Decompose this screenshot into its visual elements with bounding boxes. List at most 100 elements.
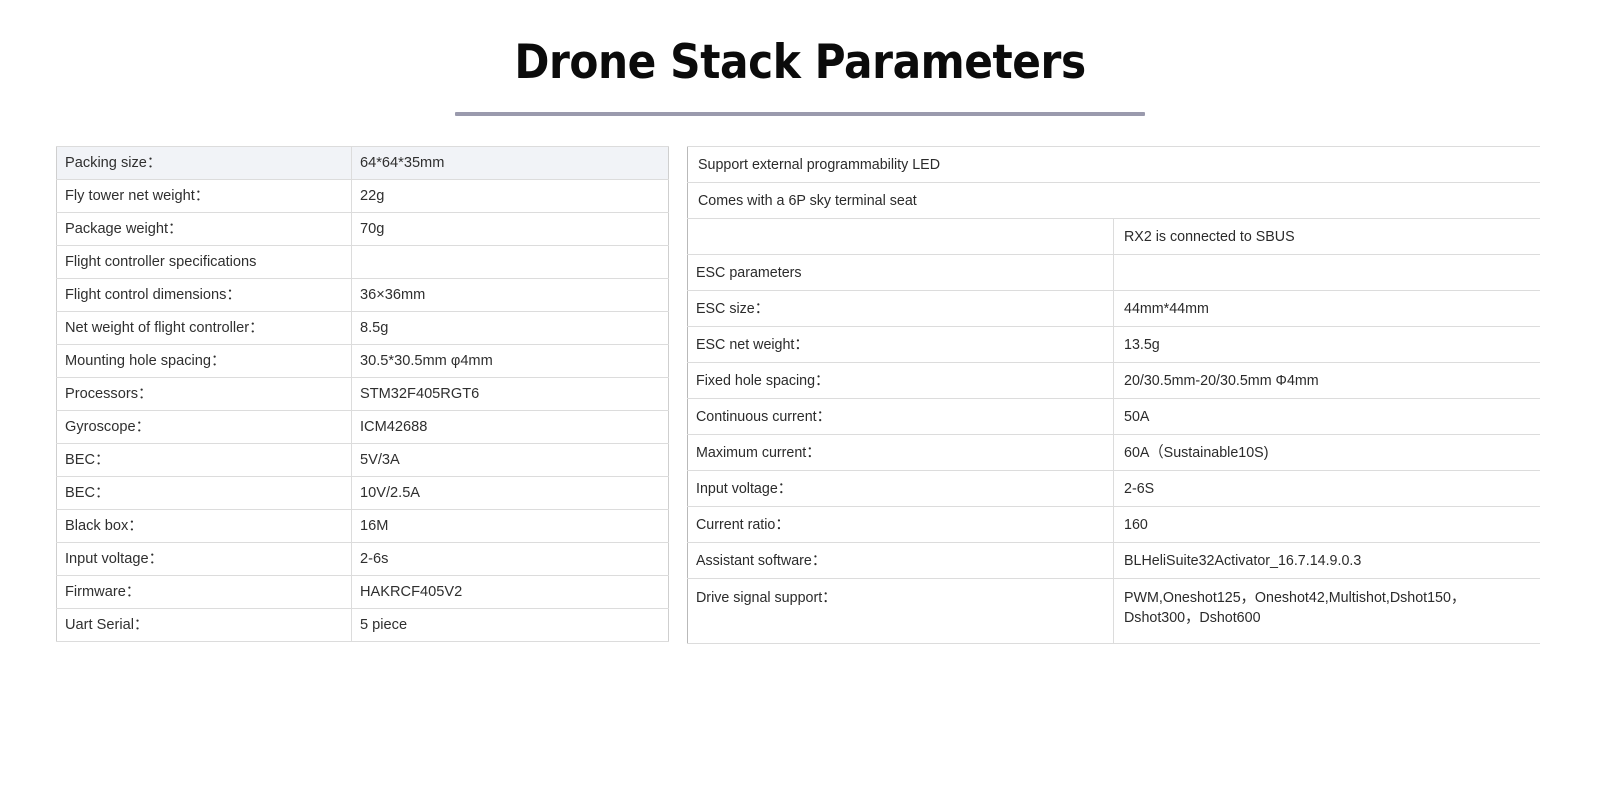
spec-note-text: Comes with a 6P sky terminal seat bbox=[698, 191, 917, 209]
spec-key-cell: Current ratio： bbox=[687, 506, 1115, 543]
table-row: Input voltage： 2-6S bbox=[687, 470, 1540, 507]
spec-key-cell: Packing size： bbox=[56, 146, 352, 180]
spec-key-cell: Mounting hole spacing： bbox=[56, 344, 352, 378]
table-row: Fixed hole spacing： 20/30.5mm-20/30.5mm Φ… bbox=[687, 362, 1540, 399]
spec-value-cell: HAKRCF405V2 bbox=[351, 575, 669, 609]
spec-value-cell: 64*64*35mm bbox=[351, 146, 669, 180]
spec-key-cell: Maximum current： bbox=[687, 434, 1115, 471]
spec-key-cell: Processors： bbox=[56, 377, 352, 411]
spec-key-text: Continuous current： bbox=[696, 407, 831, 425]
spec-key-cell: Firmware： bbox=[56, 575, 352, 609]
spec-value-cell: STM32F405RGT6 bbox=[351, 377, 669, 411]
spec-value-text: RX2 is connected to SBUS bbox=[1124, 227, 1295, 245]
page-title: Drone Stack Parameters bbox=[514, 35, 1086, 90]
table-row: Flight controller specifications bbox=[56, 245, 669, 279]
spec-key-cell: Gyroscope： bbox=[56, 410, 352, 444]
spec-key-cell: Input voltage： bbox=[687, 470, 1115, 507]
spec-key-text: ESC parameters bbox=[696, 263, 802, 281]
table-row: BEC：10V/2.5A bbox=[56, 476, 669, 510]
esc-spec-table: Support external programmability LED Come… bbox=[687, 146, 1540, 644]
table-row: Firmware：HAKRCF405V2 bbox=[56, 575, 669, 609]
spec-value-text: 60A（Sustainable10S) bbox=[1124, 443, 1269, 461]
spec-value-text: PWM,Oneshot125，Oneshot42,Multishot,Dshot… bbox=[1124, 589, 1466, 626]
spec-key-text: Fixed hole spacing： bbox=[696, 371, 830, 389]
spec-key-text: Drive signal support： bbox=[696, 589, 837, 606]
spec-key-cell: Input voltage： bbox=[56, 542, 352, 576]
spec-value-cell: 2-6s bbox=[351, 542, 669, 576]
spec-key-cell: ESC size： bbox=[687, 290, 1115, 327]
table-row: Comes with a 6P sky terminal seat bbox=[687, 182, 1540, 219]
table-row: Mounting hole spacing：30.5*30.5mm φ4mm bbox=[56, 344, 669, 378]
spec-value-cell: PWM,Oneshot125，Oneshot42,Multishot,Dshot… bbox=[1113, 578, 1540, 644]
table-row: Input voltage：2-6s bbox=[56, 542, 669, 576]
spec-value-cell: 22g bbox=[351, 179, 669, 213]
spec-key-text: Input voltage： bbox=[696, 479, 793, 497]
spec-value-cell: 44mm*44mm bbox=[1113, 290, 1540, 327]
spec-key-cell: Flight controller specifications bbox=[56, 245, 352, 279]
spec-value-text: 13.5g bbox=[1124, 335, 1160, 353]
spec-note-text: Support external programmability LED bbox=[698, 155, 941, 173]
title-divider-rule bbox=[455, 112, 1145, 117]
spec-key-cell: Fixed hole spacing： bbox=[687, 362, 1115, 399]
spec-key-cell: Flight control dimensions： bbox=[56, 278, 352, 312]
spec-value-text: 2-6S bbox=[1124, 479, 1155, 497]
spec-key-text: Assistant software： bbox=[696, 551, 827, 569]
spec-key-cell bbox=[687, 218, 1115, 255]
spec-key-text: Maximum current： bbox=[696, 443, 821, 461]
spec-key-cell: Net weight of flight controller： bbox=[56, 311, 352, 345]
table-row: ESC size： 44mm*44mm bbox=[687, 290, 1540, 327]
spec-value-text: 20/30.5mm-20/30.5mm Φ4mm bbox=[1124, 371, 1319, 389]
spec-key-cell: ESC parameters bbox=[687, 254, 1115, 291]
spec-value-cell bbox=[1113, 254, 1540, 291]
spec-note-cell: Support external programmability LED bbox=[687, 146, 1540, 183]
spec-value-cell: 10V/2.5A bbox=[351, 476, 669, 510]
spec-key-cell: Package weight： bbox=[56, 212, 352, 246]
spec-value-text: BLHeliSuite32Activator_16.7.14.9.0.3 bbox=[1124, 551, 1362, 569]
table-row: RX2 is connected to SBUS bbox=[687, 218, 1540, 255]
spec-key-cell: Fly tower net weight： bbox=[56, 179, 352, 213]
table-row: Current ratio： 160 bbox=[687, 506, 1540, 543]
table-row: Maximum current： 60A（Sustainable10S) bbox=[687, 434, 1540, 471]
table-row: Net weight of flight controller：8.5g bbox=[56, 311, 669, 345]
spec-value-cell: 36×36mm bbox=[351, 278, 669, 312]
table-row: Drive signal support： PWM,Oneshot125，Ones… bbox=[687, 578, 1540, 644]
spec-key-text: ESC net weight： bbox=[696, 335, 809, 353]
spec-key-text: Current ratio： bbox=[696, 515, 790, 533]
spec-key-cell: Continuous current： bbox=[687, 398, 1115, 435]
table-row: BEC：5V/3A bbox=[56, 443, 669, 477]
spec-value-cell: 20/30.5mm-20/30.5mm Φ4mm bbox=[1113, 362, 1540, 399]
spec-key-cell: Black box： bbox=[56, 509, 352, 543]
spec-key-cell: BEC： bbox=[56, 476, 352, 510]
table-row: Packing size：64*64*35mm bbox=[56, 146, 669, 180]
spec-value-cell: 8.5g bbox=[351, 311, 669, 345]
table-row: Assistant software： BLHeliSuite32Activato… bbox=[687, 542, 1540, 579]
spec-value-cell: 60A（Sustainable10S) bbox=[1113, 434, 1540, 471]
spec-value-text: 44mm*44mm bbox=[1124, 299, 1210, 317]
spec-value-cell bbox=[351, 245, 669, 279]
table-row: Fly tower net weight：22g bbox=[56, 179, 669, 213]
spec-key-cell: BEC： bbox=[56, 443, 352, 477]
spec-key-cell: ESC net weight： bbox=[687, 326, 1115, 363]
spec-value-cell: ICM42688 bbox=[351, 410, 669, 444]
spec-value-cell: 5V/3A bbox=[351, 443, 669, 477]
table-row: Processors：STM32F405RGT6 bbox=[56, 377, 669, 411]
spec-key-cell: Drive signal support： bbox=[687, 578, 1115, 644]
table-row: Flight control dimensions：36×36mm bbox=[56, 278, 669, 312]
table-row: Continuous current： 50A bbox=[687, 398, 1540, 435]
spec-value-cell: 16M bbox=[351, 509, 669, 543]
spec-value-cell: 5 piece bbox=[351, 608, 669, 642]
spec-value-cell: 160 bbox=[1113, 506, 1540, 543]
spec-note-cell: Comes with a 6P sky terminal seat bbox=[687, 182, 1540, 219]
table-row: Black box：16M bbox=[56, 509, 669, 543]
spec-key-cell: Uart Serial： bbox=[56, 608, 352, 642]
table-row: Support external programmability LED bbox=[687, 146, 1540, 183]
spec-value-cell: BLHeliSuite32Activator_16.7.14.9.0.3 bbox=[1113, 542, 1540, 579]
spec-value-cell: RX2 is connected to SBUS bbox=[1113, 218, 1540, 255]
spec-value-cell: 30.5*30.5mm φ4mm bbox=[351, 344, 669, 378]
table-row: Package weight：70g bbox=[56, 212, 669, 246]
spec-value-text: 50A bbox=[1124, 407, 1150, 425]
spec-value-cell: 70g bbox=[351, 212, 669, 246]
